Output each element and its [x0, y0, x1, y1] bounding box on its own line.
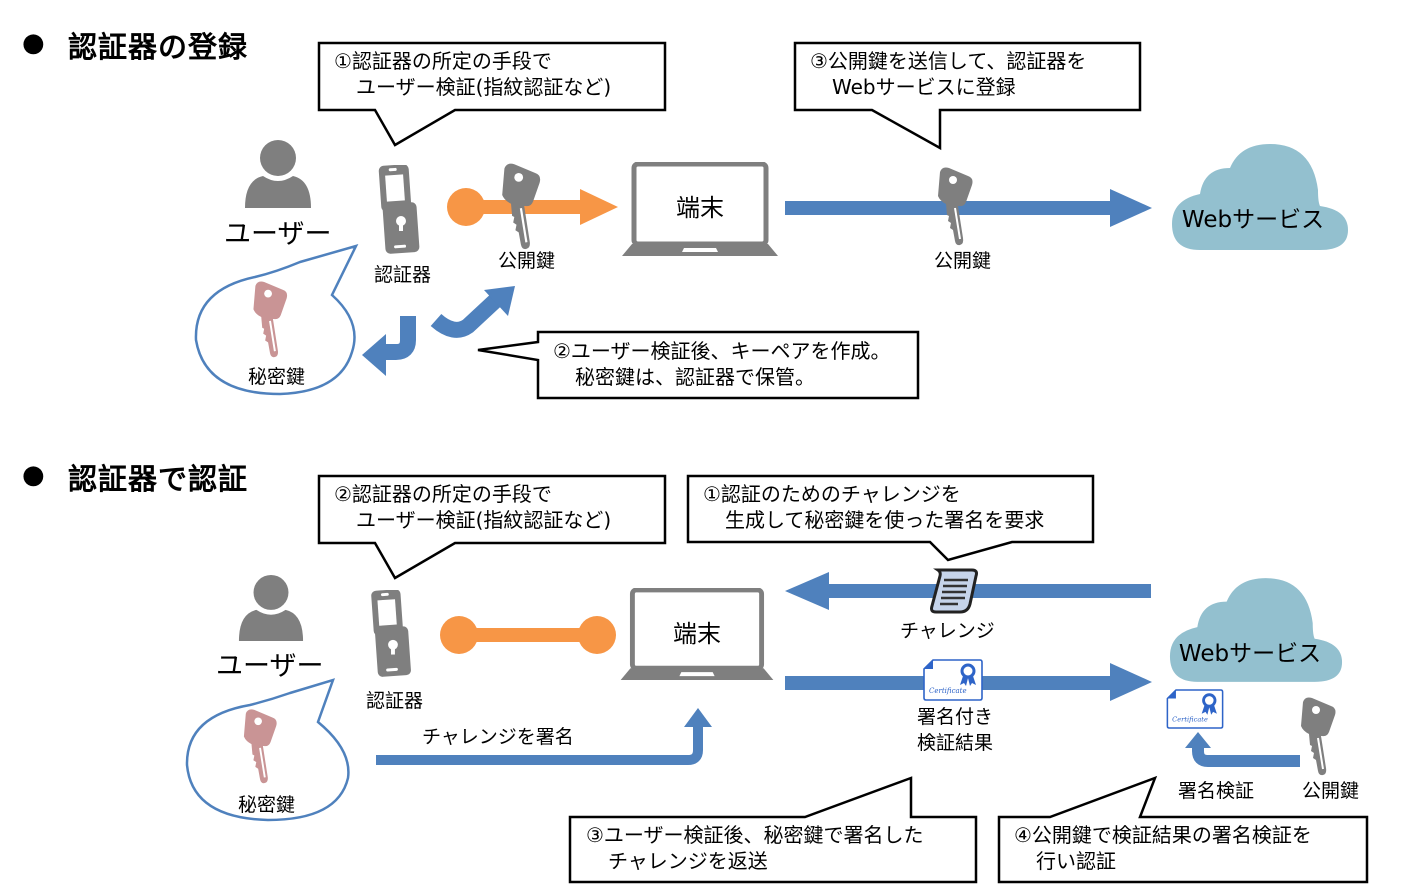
user-label: ユーザー [224, 219, 332, 250]
user-icon-2 [238, 574, 304, 641]
challenge-scroll-icon [930, 568, 978, 614]
curved-arrow-to-authenticator [430, 286, 515, 338]
callout-2-keypair-bubble [477, 330, 920, 400]
authenticator-label-2: 認証器 [366, 690, 424, 712]
orange-arrow-public-key [447, 188, 618, 226]
signed-result-line2: 検証結果 [916, 732, 994, 754]
callout-2-auth-line2: ユーザー検証(指紋認証など) [356, 508, 612, 532]
curved-arrow-signature-verify [1185, 732, 1300, 767]
callout-4-auth-line1: ④公開鍵で検証結果の署名検証を [1014, 823, 1312, 847]
callout-4-auth-text: ④公開鍵で検証結果の署名検証を 行い認証 [1014, 822, 1312, 874]
callout-2-text: ②ユーザー検証後、キーペアを作成。 秘密鍵は、認証器で保管。 [553, 338, 891, 390]
signed-result-line1: 署名付き [916, 706, 994, 728]
authenticator-label: 認証器 [374, 264, 432, 286]
user-label-2: ユーザー [216, 651, 324, 682]
section-1-bullet: ● [22, 28, 45, 58]
section-1-heading: 認証器の登録 [68, 30, 249, 64]
terminal-label: 端末 [676, 194, 724, 222]
certificate-icon-2 [1165, 689, 1225, 729]
private-key-ellipse-bubble [194, 244, 359, 396]
callout-1-auth-line2: 生成して秘密鍵を使った署名を要求 [725, 508, 1045, 532]
signed-result-label: 署名付き 検証結果 [917, 704, 993, 756]
callout-3-auth-text: ③ユーザー検証後、秘密鍵で署名した チャレンジを返送 [586, 822, 924, 874]
blue-arrow-sign-challenge [376, 708, 712, 765]
private-key-label-2: 秘密鍵 [238, 794, 296, 816]
signature-verify-label: 署名検証 [1178, 780, 1255, 802]
section-2-bullet: ● [22, 460, 45, 490]
curved-arrow-to-private-key [362, 316, 416, 376]
callout-1-text: ①認証器の所定の手段で ユーザー検証(指紋認証など) [334, 48, 611, 100]
terminal-label-2: 端末 [673, 620, 721, 648]
callout-2-auth-text: ②認証器の所定の手段で ユーザー検証(指紋認証など) [334, 481, 611, 533]
public-key-label-3: 公開鍵 [1302, 780, 1360, 802]
callout-1-auth-line1: ①認証のためのチャレンジを [703, 482, 961, 506]
callout-2-line1: ②ユーザー検証後、キーペアを作成。 [553, 339, 891, 363]
callout-3-return-bubble [568, 776, 978, 884]
callout-3-auth-line2: チャレンジを返送 [608, 849, 768, 873]
callout-3-register-bubble [793, 41, 1142, 151]
public-key-label: 公開鍵 [498, 250, 556, 272]
private-key-label: 秘密鍵 [248, 366, 306, 388]
authenticator-icon [378, 165, 420, 255]
certificate-icon [922, 659, 984, 701]
callout-3-auth-line1: ③ユーザー検証後、秘密鍵で署名した [586, 823, 924, 847]
callout-2-verify-bubble-auth [317, 474, 667, 580]
public-key-icon-3 [1299, 696, 1337, 776]
private-key-ellipse-bubble-2 [185, 678, 350, 822]
callout-2-line2: 秘密鍵は、認証器で保管。 [575, 365, 815, 389]
callout-3-text: ③公開鍵を送信して、認証器を Webサービスに登録 [810, 48, 1086, 100]
orange-link-authenticator-terminal [440, 616, 616, 654]
web-service-cloud-icon [1172, 144, 1348, 250]
callout-1-challenge-bubble [686, 474, 1095, 562]
callout-3-line1: ③公開鍵を送信して、認証器を [810, 49, 1087, 73]
callout-4-auth-line2: 行い認証 [1036, 849, 1116, 873]
callout-1-auth-text: ①認証のためのチャレンジを 生成して秘密鍵を使った署名を要求 [703, 481, 1044, 533]
challenge-label: チャレンジ [900, 620, 995, 642]
user-icon [245, 140, 311, 208]
authenticator-icon-2 [370, 590, 412, 678]
section-2-heading: 認証器で認証 [68, 462, 249, 496]
callout-1-line2: ユーザー検証(指紋認証など) [356, 75, 612, 99]
web-service-label: Webサービス [1181, 207, 1325, 233]
sign-challenge-label: チャレンジを署名 [422, 726, 574, 748]
callout-1-verify-bubble [317, 41, 667, 147]
blue-arrow-challenge [785, 572, 1151, 610]
callout-1-line1: ①認証器の所定の手段で [334, 49, 552, 73]
web-service-label-2: Webサービス [1178, 641, 1322, 667]
callout-3-line2: Webサービスに登録 [832, 75, 1016, 99]
callout-4-verify-bubble [997, 775, 1369, 884]
callout-2-auth-line1: ②認証器の所定の手段で [334, 482, 552, 506]
public-key-label-2: 公開鍵 [934, 250, 992, 272]
